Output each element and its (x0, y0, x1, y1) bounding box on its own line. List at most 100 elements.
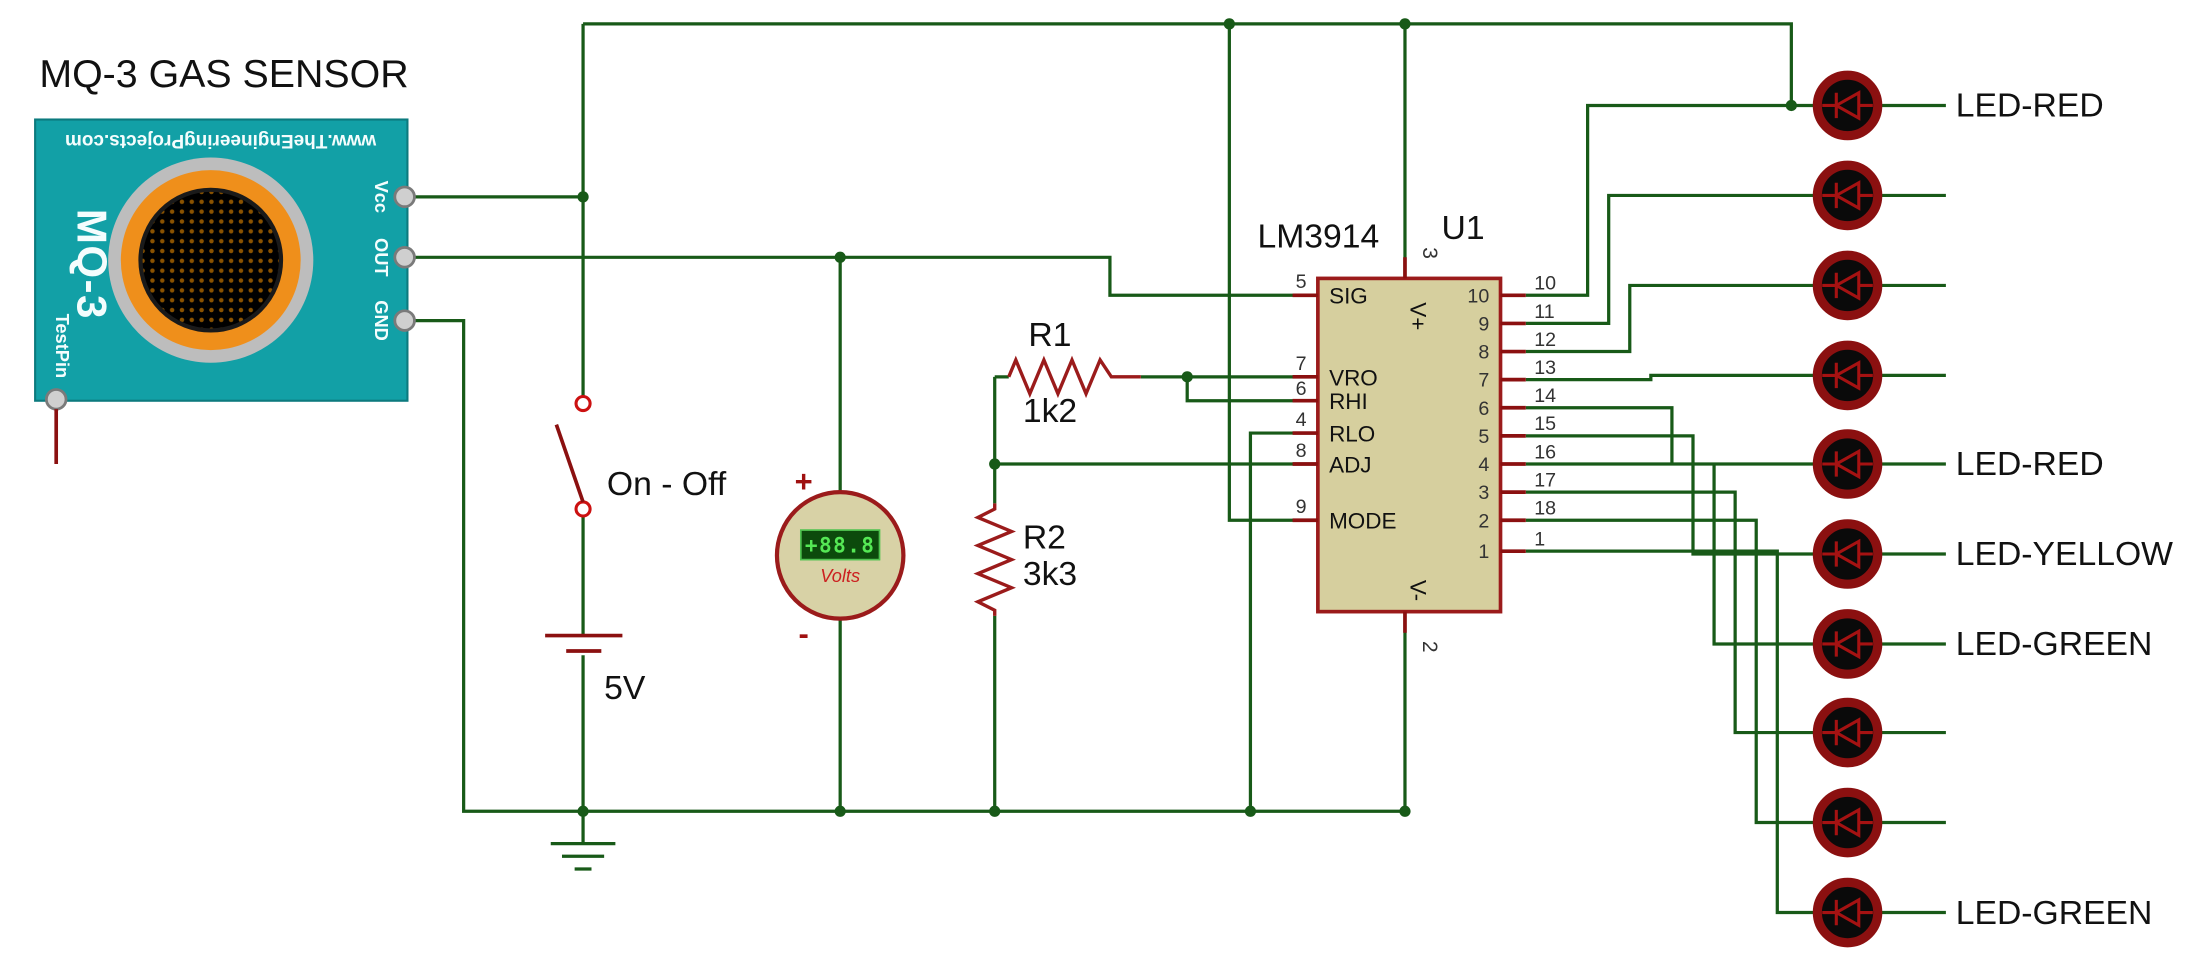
led-label: LED-RED (1956, 445, 2104, 483)
ic-led-index: 8 (1478, 342, 1489, 364)
ic-lm3914[interactable]: LM3914 U1 3 V+ 2 V- 5 7 6 4 8 9 SIG VRO … (1257, 209, 1556, 653)
wire-ref-network (993, 375, 1318, 812)
led-indicator[interactable] (1817, 345, 1877, 405)
ic-right-pin-number: 15 (1534, 413, 1556, 435)
led-label: LED-YELLOW (1956, 535, 2173, 573)
ic-pin-number: 4 (1296, 409, 1307, 431)
led-indicator[interactable] (1817, 165, 1877, 225)
led-indicator[interactable] (1817, 75, 1877, 135)
ic-led-index: 4 (1478, 454, 1489, 476)
mq3-sensor-module[interactable]: www.TheEngineeringProjects.com MQ-3 Vcc … (34, 118, 416, 465)
ic-right-pin-number: 14 (1534, 385, 1556, 407)
led-column: LED-RED LED-RED LED-YELLOW LED-GREEN LED… (1817, 75, 2173, 943)
wire-led-fanout (1525, 103, 1817, 915)
r2-name: R2 (1023, 518, 1066, 556)
ic-led-index: 1 (1478, 541, 1489, 563)
ic-pin-name: RLO (1329, 421, 1375, 446)
ic-vplus-label: V+ (1406, 302, 1431, 330)
ic-pin-number: 9 (1296, 496, 1307, 518)
ic-led-index: 7 (1478, 370, 1489, 392)
sensor-pin-gnd-label: GND (371, 300, 392, 341)
wire-signal-out (414, 255, 1318, 812)
vcc-pad[interactable] (393, 185, 416, 209)
led-indicator[interactable] (1817, 702, 1877, 762)
junction-dots (577, 18, 1797, 817)
r1-zigzag (1007, 355, 1141, 399)
led-indicator[interactable] (1817, 614, 1877, 674)
ic-led-index: 2 (1478, 510, 1489, 532)
ic-right-pin-number: 11 (1534, 301, 1554, 323)
ic-pin-number: 7 (1296, 353, 1307, 375)
r2-value: 3k3 (1023, 555, 1077, 593)
ic-led-index: 3 (1478, 482, 1489, 504)
led-indicator[interactable] (1817, 524, 1877, 584)
resistor-r2[interactable]: R2 3k3 (973, 503, 1077, 616)
ic-reference: U1 (1442, 209, 1485, 247)
ic-top-pin-number: 3 (1418, 247, 1441, 259)
power-switch[interactable]: On - Off (554, 394, 727, 518)
ic-right-pin-number: 13 (1534, 357, 1556, 379)
sensor-name-text: MQ-3 (68, 209, 115, 320)
r1-name: R1 (1028, 316, 1071, 354)
ic-led-index: 6 (1478, 398, 1489, 420)
sensor-mesh (138, 187, 284, 333)
resistor-r1[interactable]: R1 1k2 (1007, 316, 1141, 430)
sensor-pin-out-label: OUT (371, 238, 392, 277)
r2-zigzag (973, 503, 1016, 616)
wire-ground-rail (414, 318, 1405, 813)
ic-part-number: LM3914 (1257, 217, 1379, 255)
ic-bottom-pin-number: 2 (1418, 641, 1441, 653)
led-label: LED-GREEN (1956, 894, 2153, 932)
ic-pin-stubs (1292, 257, 1526, 633)
led-indicator[interactable] (1817, 255, 1877, 315)
voltmeter-reading: +88.8 (805, 533, 875, 558)
ic-led-index: 9 (1478, 313, 1489, 335)
voltmeter-minus: - (798, 616, 808, 651)
led-label: LED-RED (1956, 87, 2104, 125)
voltmeter[interactable]: +88.8 Volts + - (774, 464, 906, 651)
ground-icon (550, 842, 616, 871)
wire-layer (414, 18, 1946, 915)
ic-pin-number: 8 (1296, 440, 1307, 462)
ic-led-index: 5 (1478, 426, 1489, 448)
ic-vminus-label: V- (1406, 580, 1431, 601)
ic-right-pin-number: 18 (1534, 498, 1556, 520)
r1-value: 1k2 (1023, 392, 1077, 430)
switch-terminal-top (574, 394, 592, 413)
ic-pin-number: 6 (1296, 378, 1307, 400)
ic-pin-name: MODE (1329, 509, 1396, 534)
wire-mode-rlo-supply (1227, 23, 1407, 812)
ic-pin-name: SIG (1329, 284, 1368, 309)
battery[interactable]: 5V (545, 633, 646, 707)
ic-right-pin-number: 12 (1534, 329, 1556, 351)
wire-led-stubs (1878, 103, 1946, 915)
ic-led-index: 10 (1467, 285, 1489, 307)
wire-power-rails (414, 22, 1793, 844)
ic-pin-name: VRO (1329, 365, 1378, 390)
switch-lever[interactable] (554, 424, 585, 503)
out-pad[interactable] (393, 246, 416, 269)
ic-pin-number: 5 (1296, 271, 1307, 293)
sensor-testpin-label: TestPin (52, 314, 73, 379)
ic-right-pin-number: 1 (1534, 529, 1545, 551)
voltmeter-plus: + (795, 464, 813, 499)
ic-right-pin-number: 16 (1534, 441, 1556, 463)
led-indicator[interactable] (1817, 434, 1877, 494)
gnd-pad[interactable] (393, 309, 416, 332)
battery-label: 5V (604, 669, 646, 707)
led-indicator[interactable] (1817, 792, 1877, 852)
sensor-pin-vcc-label: Vcc (371, 181, 392, 214)
led-label: LED-GREEN (1956, 625, 2153, 663)
ic-pin-name: RHI (1329, 389, 1368, 414)
voltmeter-unit: Volts (820, 565, 860, 586)
switch-label: On - Off (607, 465, 727, 503)
led-indicator[interactable] (1817, 882, 1877, 942)
ic-pin-name: ADJ (1329, 452, 1371, 477)
ic-right-pin-number: 10 (1534, 273, 1556, 295)
testpin-pad[interactable] (44, 388, 68, 411)
ic-body (1316, 276, 1503, 614)
page-title: MQ-3 GAS SENSOR (39, 52, 408, 96)
switch-terminal-bottom (574, 500, 592, 518)
